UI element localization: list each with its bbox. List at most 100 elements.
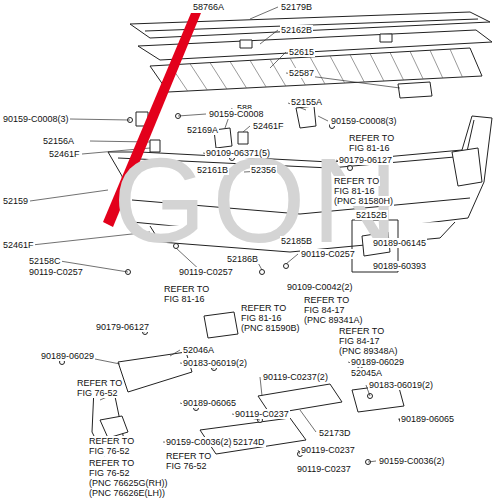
part-number: 90189-06065 (182, 398, 237, 408)
part-number: 52161B (196, 165, 229, 175)
reinforcement-boss (240, 40, 252, 48)
part-number: 90159-C0036(2) (378, 456, 446, 466)
part-number: 90119-C0237(2) (262, 372, 329, 382)
reference-note: FIG 81-16 (163, 294, 206, 304)
rib (230, 62, 247, 89)
part-number: 90189-60393 (372, 261, 427, 271)
reference-note: (PNC 81590B) (240, 323, 301, 333)
part-number: 52174D (232, 437, 266, 447)
reference-note: (PNC 81580H) (333, 196, 394, 206)
reference-note: FIG 76-52 (88, 468, 131, 478)
reference-note: FIG 84-17 (338, 336, 381, 346)
part-number: 52158C (28, 256, 62, 266)
leader-line (250, 7, 278, 19)
reference-note: FIG 76-52 (165, 461, 208, 471)
bracket (296, 106, 316, 128)
under-cover (200, 418, 306, 454)
reference-note: REFER TO (76, 378, 123, 388)
part-number: 90119-C0237 (234, 409, 290, 419)
part-number: 52587 (288, 68, 315, 78)
leader-line (318, 116, 328, 121)
part-number: 90159-C0008(3) (330, 116, 398, 126)
screw (284, 264, 289, 269)
screw (260, 270, 265, 275)
leader-line (368, 461, 376, 462)
reference-note: FIG 81-16 (348, 143, 391, 153)
reference-note: REFER TO (240, 303, 287, 313)
leader-line (243, 126, 250, 132)
rib (450, 49, 462, 77)
bracket (398, 82, 432, 98)
rib (410, 51, 423, 79)
reference-note: REFER TO (333, 176, 380, 186)
part-number: 52173D (318, 428, 352, 438)
rib (430, 50, 443, 78)
leader-line (170, 350, 180, 356)
leader-line (270, 52, 286, 68)
leader-line (300, 410, 316, 432)
part-number: 52615 (288, 47, 315, 57)
part-number: 90189-06065 (400, 414, 455, 424)
reinforcement-boss (380, 34, 392, 42)
rib (350, 55, 364, 82)
reference-note: FIG 84-17 (303, 305, 346, 315)
rib (390, 53, 404, 81)
leader-line (70, 119, 130, 120)
part-number: 52156A (42, 136, 75, 146)
part-number: 52185B (280, 236, 313, 246)
part-number: 90179-06127 (338, 155, 393, 165)
reference-note: REFER TO (303, 295, 350, 305)
rib (190, 64, 207, 90)
part-number: 52046A (182, 345, 215, 355)
reference-note: FIG 76-52 (88, 446, 131, 456)
leader-line (178, 114, 206, 116)
reference-note: REFER TO (88, 436, 135, 446)
reference-note: FIG 76-52 (76, 388, 119, 398)
reference-note: REFER TO (348, 133, 395, 143)
parts (92, 12, 492, 456)
part-number: 52155A (290, 97, 323, 107)
part-number: 90119-C0257 (28, 267, 84, 277)
part-number: 52179B (280, 2, 313, 12)
reference-note: (PNC 89348A) (338, 346, 399, 356)
leader-line (260, 30, 278, 44)
rib (370, 54, 384, 81)
part-number: 52159 (2, 196, 29, 206)
part-number: 90189-06029 (40, 351, 95, 361)
rib (210, 63, 227, 89)
part-number: 52162B (280, 25, 313, 35)
absorber (150, 48, 482, 92)
part-number: 90109-06371(5) (205, 148, 271, 158)
part-number: 90189-06145 (372, 238, 427, 248)
reference-note: REFER TO (338, 326, 385, 336)
part-number: 52169A (186, 125, 219, 135)
part-number: 52461F (2, 240, 35, 250)
reference-note: (PNC 89341A) (303, 315, 364, 325)
part-number: 90119-C0237 (300, 445, 356, 455)
part-number: 52186B (226, 254, 259, 264)
part-number: 90119-C0257 (300, 249, 356, 259)
reference-note: FIG 81-16 (240, 313, 283, 323)
part-number: 90119-C0237 (296, 464, 352, 474)
rib (270, 59, 286, 86)
part-number: 90179-06127 (95, 322, 150, 332)
screws (60, 114, 405, 465)
part-number: 90159-C0036(2) (165, 437, 233, 447)
part-number: 90159-C0008 (208, 109, 265, 119)
reference-note: (PNC 76625G(RH)) (88, 478, 169, 488)
mud-guard (118, 352, 192, 392)
part-number: 90183-06019(2) (182, 358, 248, 368)
part-number: 52045A (350, 368, 383, 378)
reference-note: REFER TO (165, 451, 212, 461)
mudflap-clip (100, 416, 128, 438)
part-number: 90189-06029 (350, 357, 405, 367)
part-number: 90119-C0257 (178, 267, 234, 277)
rib (250, 60, 266, 87)
part-number: 90183-06019(2) (368, 380, 434, 390)
leader-line (30, 190, 108, 201)
reference-note: (PNC 76626E(LH)) (88, 488, 166, 498)
part-number: 52461F (48, 149, 81, 159)
part-number: 90159-C0008(3) (2, 114, 70, 124)
reference-note: REFER TO (163, 284, 210, 294)
